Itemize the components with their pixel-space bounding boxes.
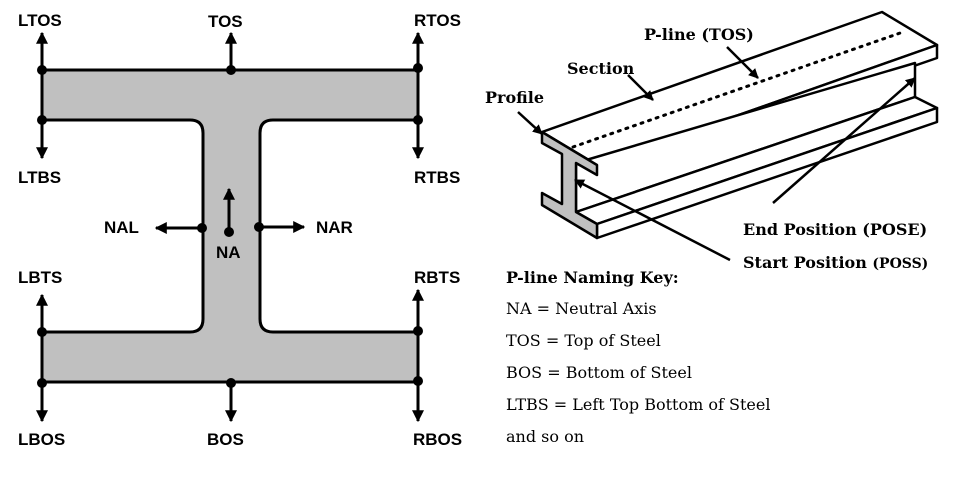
label-tos: TOS (208, 12, 243, 31)
label-rtos: RTOS (414, 11, 461, 30)
key-item: BOS = Bottom of Steel (506, 363, 692, 382)
start-position-abbr: (POSS) (872, 256, 928, 272)
label-pline-tos: P-line (TOS) (644, 25, 754, 44)
key-item: TOS = Top of Steel (506, 331, 661, 350)
key-item: LTBS = Left Top Bottom of Steel (506, 395, 770, 414)
pline-dotted (571, 30, 905, 149)
label-section: Section (567, 59, 635, 78)
key-title: P-line Naming Key: (506, 268, 679, 287)
point-dots (37, 63, 423, 388)
label-na: NA (216, 243, 241, 262)
label-profile: Profile (485, 88, 544, 107)
callout-arrows (517, 46, 916, 262)
label-rtbs: RTBS (414, 168, 460, 187)
beam-3d (517, 10, 939, 262)
point-arrows (36, 31, 424, 423)
start-position-text: Start Position (743, 253, 867, 272)
label-bos: BOS (207, 430, 244, 449)
label-lbts: LBTS (18, 268, 62, 287)
label-nar: NAR (316, 218, 353, 237)
label-start-position: Start Position (POSS) (743, 253, 928, 272)
profile-face (540, 130, 599, 240)
label-lbos: LBOS (18, 430, 65, 449)
label-end-position: End Position (POSE) (743, 220, 927, 239)
naming-key: P-line Naming Key: NA = Neutral Axis TOS… (506, 268, 770, 446)
key-item: NA = Neutral Axis (506, 299, 657, 318)
key-item: and so on (506, 427, 584, 446)
label-rbos: RBOS (413, 430, 462, 449)
label-rbts: RBTS (414, 268, 460, 287)
i-section: LTOS TOS RTOS LTBS RTBS NAL NA NAR LBTS … (18, 11, 462, 449)
label-ltos: LTOS (18, 11, 62, 30)
label-nal: NAL (104, 218, 139, 237)
label-ltbs: LTBS (18, 168, 61, 187)
